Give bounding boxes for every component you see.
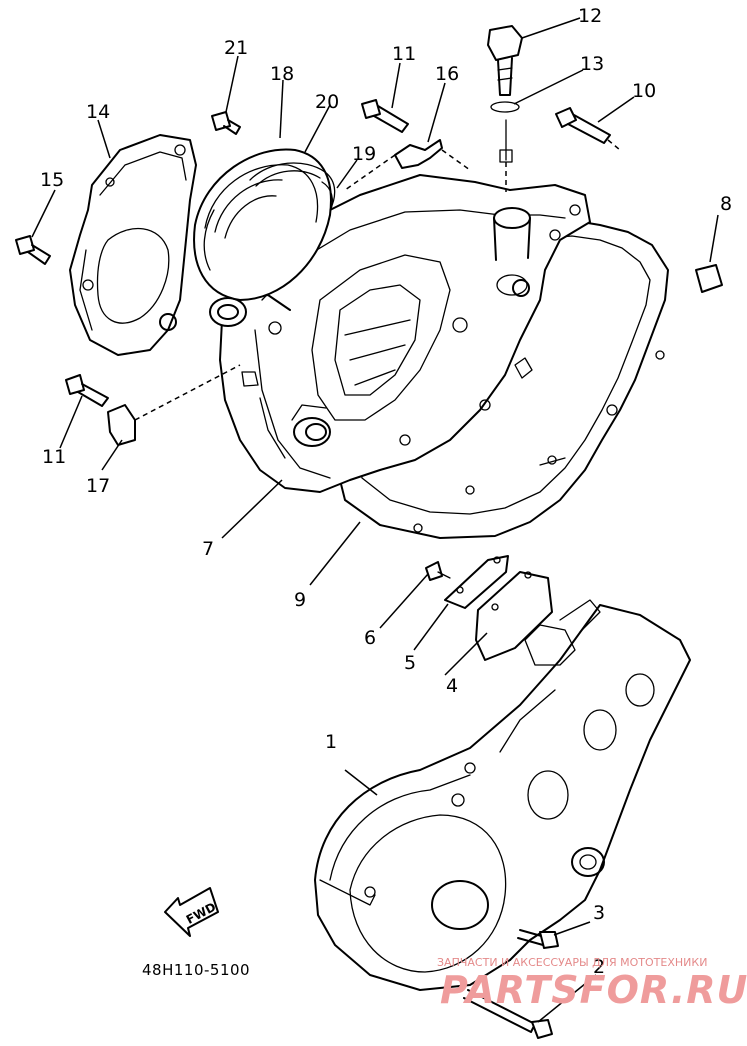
part-19-seal [321, 181, 333, 213]
label-part-20: 20 [315, 91, 339, 113]
part-21-bolt [211, 111, 241, 135]
part-15-bolt [15, 235, 51, 265]
label-part-12: 12 [578, 5, 602, 27]
label-part-7: 7 [202, 538, 214, 560]
label-part-17: 17 [86, 475, 110, 497]
label-part-2: 2 [593, 956, 605, 978]
label-part-11-lower: 11 [42, 446, 66, 468]
label-part-6: 6 [364, 627, 376, 649]
part-5-plate [444, 555, 509, 609]
part-8-plug [695, 264, 723, 293]
label-part-4: 4 [446, 675, 458, 697]
part-6-screw [425, 561, 451, 581]
label-part-19: 19 [352, 143, 376, 165]
part-10-bolt [555, 107, 611, 144]
label-part-14: 14 [86, 101, 110, 123]
part-labels: 1 2 3 4 5 6 7 8 9 10 11 11 12 13 14 15 1… [40, 5, 732, 978]
part-18-pump-cover [193, 148, 332, 301]
part-17-clamp [107, 404, 136, 446]
leader-lines [31, 17, 719, 1023]
drawing-code: 48H110-5100 [142, 961, 250, 979]
watermark-tagline: ЗАПЧАСТИ И АКСЕССУАРЫ ДЛЯ МОТОТЕХНИКИ [437, 956, 707, 969]
part-3-bolt [517, 929, 559, 949]
label-part-10: 10 [632, 80, 656, 102]
part-14-magneto-cover [69, 134, 197, 356]
watermark-brand: PARTSFOR.RU [440, 968, 747, 1012]
label-part-18: 18 [270, 63, 294, 85]
label-part-21: 21 [224, 37, 248, 59]
fwd-arrow-icon: FWD [164, 887, 219, 937]
label-part-3: 3 [593, 902, 605, 924]
part-20-o-ring [249, 162, 336, 211]
label-part-9: 9 [294, 589, 306, 611]
label-part-8: 8 [720, 193, 732, 215]
label-part-5: 5 [404, 652, 416, 674]
label-part-16: 16 [435, 63, 459, 85]
label-part-11-upper: 11 [392, 43, 416, 65]
part-16-clamp [394, 139, 443, 169]
plug-guide [499, 149, 513, 163]
part-1-crankcase-cover [314, 599, 691, 991]
part-11-bolt-lower [65, 374, 109, 407]
label-part-1: 1 [325, 731, 337, 753]
part-12-oil-plug [487, 25, 523, 96]
label-part-13: 13 [580, 53, 604, 75]
part-2-long-bolt [463, 989, 553, 1039]
part-13-o-ring [490, 101, 520, 113]
label-part-15: 15 [40, 169, 64, 191]
watermark: ЗАПЧАСТИ И АКСЕССУАРЫ ДЛЯ МОТОТЕХНИКИ PA… [437, 956, 747, 1012]
part-11-bolt-upper [361, 99, 409, 133]
